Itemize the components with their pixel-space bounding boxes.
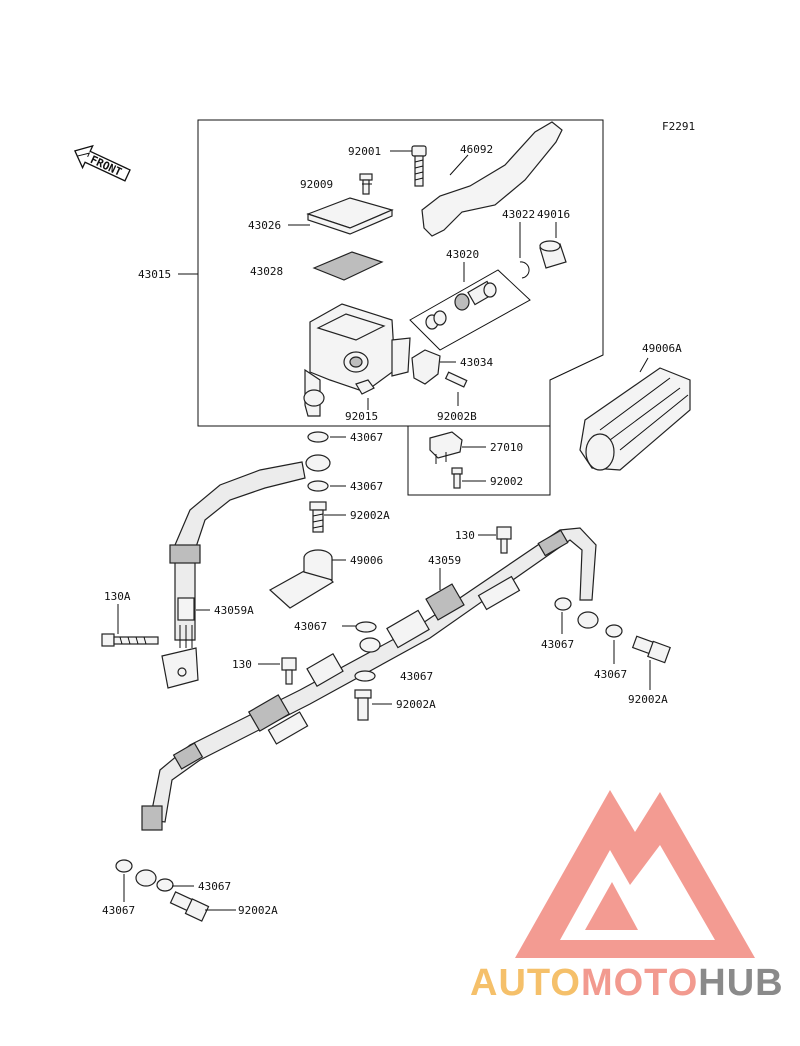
label-92002B: 92002B bbox=[437, 410, 477, 423]
label-49006: 49006 bbox=[350, 554, 383, 567]
label-43067-f: 43067 bbox=[594, 668, 627, 681]
washer-43067-d bbox=[354, 670, 376, 682]
washer-43067-c bbox=[355, 621, 377, 633]
leader-lines bbox=[117, 150, 651, 911]
label-43059A: 43059A bbox=[214, 604, 254, 617]
label-43059: 43059 bbox=[428, 554, 461, 567]
watermark-moto: MOTO bbox=[580, 962, 699, 1004]
washer-43067-h bbox=[156, 878, 174, 892]
label-43067-g: 43067 bbox=[198, 880, 231, 893]
label-92002A-b: 92002A bbox=[396, 698, 436, 711]
hose-43059 bbox=[135, 527, 599, 887]
label-92002A-c: 92002A bbox=[628, 693, 668, 706]
boot-49016 bbox=[539, 240, 567, 269]
switch-27010 bbox=[429, 431, 463, 464]
bolt-130-b bbox=[281, 657, 297, 685]
nut-92015 bbox=[355, 379, 375, 395]
front-arrow-icon: FRONT bbox=[74, 144, 131, 182]
label-43067-d: 43067 bbox=[541, 638, 574, 651]
label-92002-a: 92002 bbox=[490, 475, 523, 488]
label-92002A-a: 92002A bbox=[350, 509, 390, 522]
washer-43067-b bbox=[307, 480, 329, 492]
label-43067-h: 43067 bbox=[102, 904, 135, 917]
banjo-bolt-92002A-c bbox=[631, 635, 671, 664]
cover-49006 bbox=[268, 549, 334, 609]
washer-43067-a bbox=[307, 431, 329, 443]
bolt-130A bbox=[101, 633, 159, 647]
screw-92009 bbox=[359, 173, 373, 195]
label-43067-e: 43067 bbox=[400, 670, 433, 683]
watermark-logo-icon bbox=[515, 790, 755, 958]
cover-49006A bbox=[579, 367, 691, 471]
label-130-b: 130 bbox=[232, 658, 252, 671]
label-27010: 27010 bbox=[490, 441, 523, 454]
label-43022: 43022 bbox=[502, 208, 535, 221]
label-43015: 43015 bbox=[138, 268, 171, 281]
assembly-box-outline bbox=[197, 119, 604, 427]
master-cylinder-body bbox=[303, 303, 411, 417]
screw-92002 bbox=[451, 467, 463, 489]
label-130-a: 130 bbox=[455, 529, 475, 542]
watermark-hub: HUB bbox=[698, 962, 784, 1004]
bolt-130-a bbox=[496, 526, 512, 554]
label-49006A: 49006A bbox=[642, 342, 682, 355]
watermark-text: AUTOMOTOHUB bbox=[470, 962, 784, 1005]
label-49016: 49016 bbox=[537, 208, 570, 221]
sub-box-outline bbox=[407, 426, 551, 496]
label-43020: 43020 bbox=[446, 248, 479, 261]
washer-43067-f bbox=[605, 624, 623, 638]
washer-43067-e bbox=[554, 597, 572, 611]
watermark-auto: AUTO bbox=[470, 962, 581, 1004]
label-92009: 92009 bbox=[300, 178, 333, 191]
piston-kit-43020 bbox=[409, 269, 531, 351]
label-43067-a: 43067 bbox=[350, 431, 383, 444]
label-43026: 43026 bbox=[248, 219, 281, 232]
label-92015: 92015 bbox=[345, 410, 378, 423]
label-130A: 130A bbox=[104, 590, 131, 603]
clamp-43034 bbox=[411, 349, 441, 385]
label-92002A-d: 92002A bbox=[238, 904, 278, 917]
diaphragm-43028 bbox=[312, 251, 384, 281]
label-43034: 43034 bbox=[460, 356, 493, 369]
label-92001: 92001 bbox=[348, 145, 381, 158]
label-46092: 46092 bbox=[460, 143, 493, 156]
hose-43059A bbox=[161, 454, 331, 689]
figure-code: F2291 bbox=[662, 120, 695, 133]
front-label: FRONT bbox=[88, 153, 124, 179]
banjo-bolt-92002A-a bbox=[309, 501, 327, 533]
banjo-bolt-92002A-d bbox=[169, 891, 210, 922]
banjo-bolt-92002A-b bbox=[354, 689, 372, 721]
brake-lever-46092 bbox=[421, 121, 563, 237]
circlip-43022 bbox=[519, 261, 530, 279]
label-43067-c: 43067 bbox=[294, 620, 327, 633]
label-43028: 43028 bbox=[250, 265, 283, 278]
washer-43067-g bbox=[115, 859, 133, 873]
label-43067-b: 43067 bbox=[350, 480, 383, 493]
bolt-92001 bbox=[411, 145, 427, 187]
bolt-92002B bbox=[444, 371, 468, 388]
